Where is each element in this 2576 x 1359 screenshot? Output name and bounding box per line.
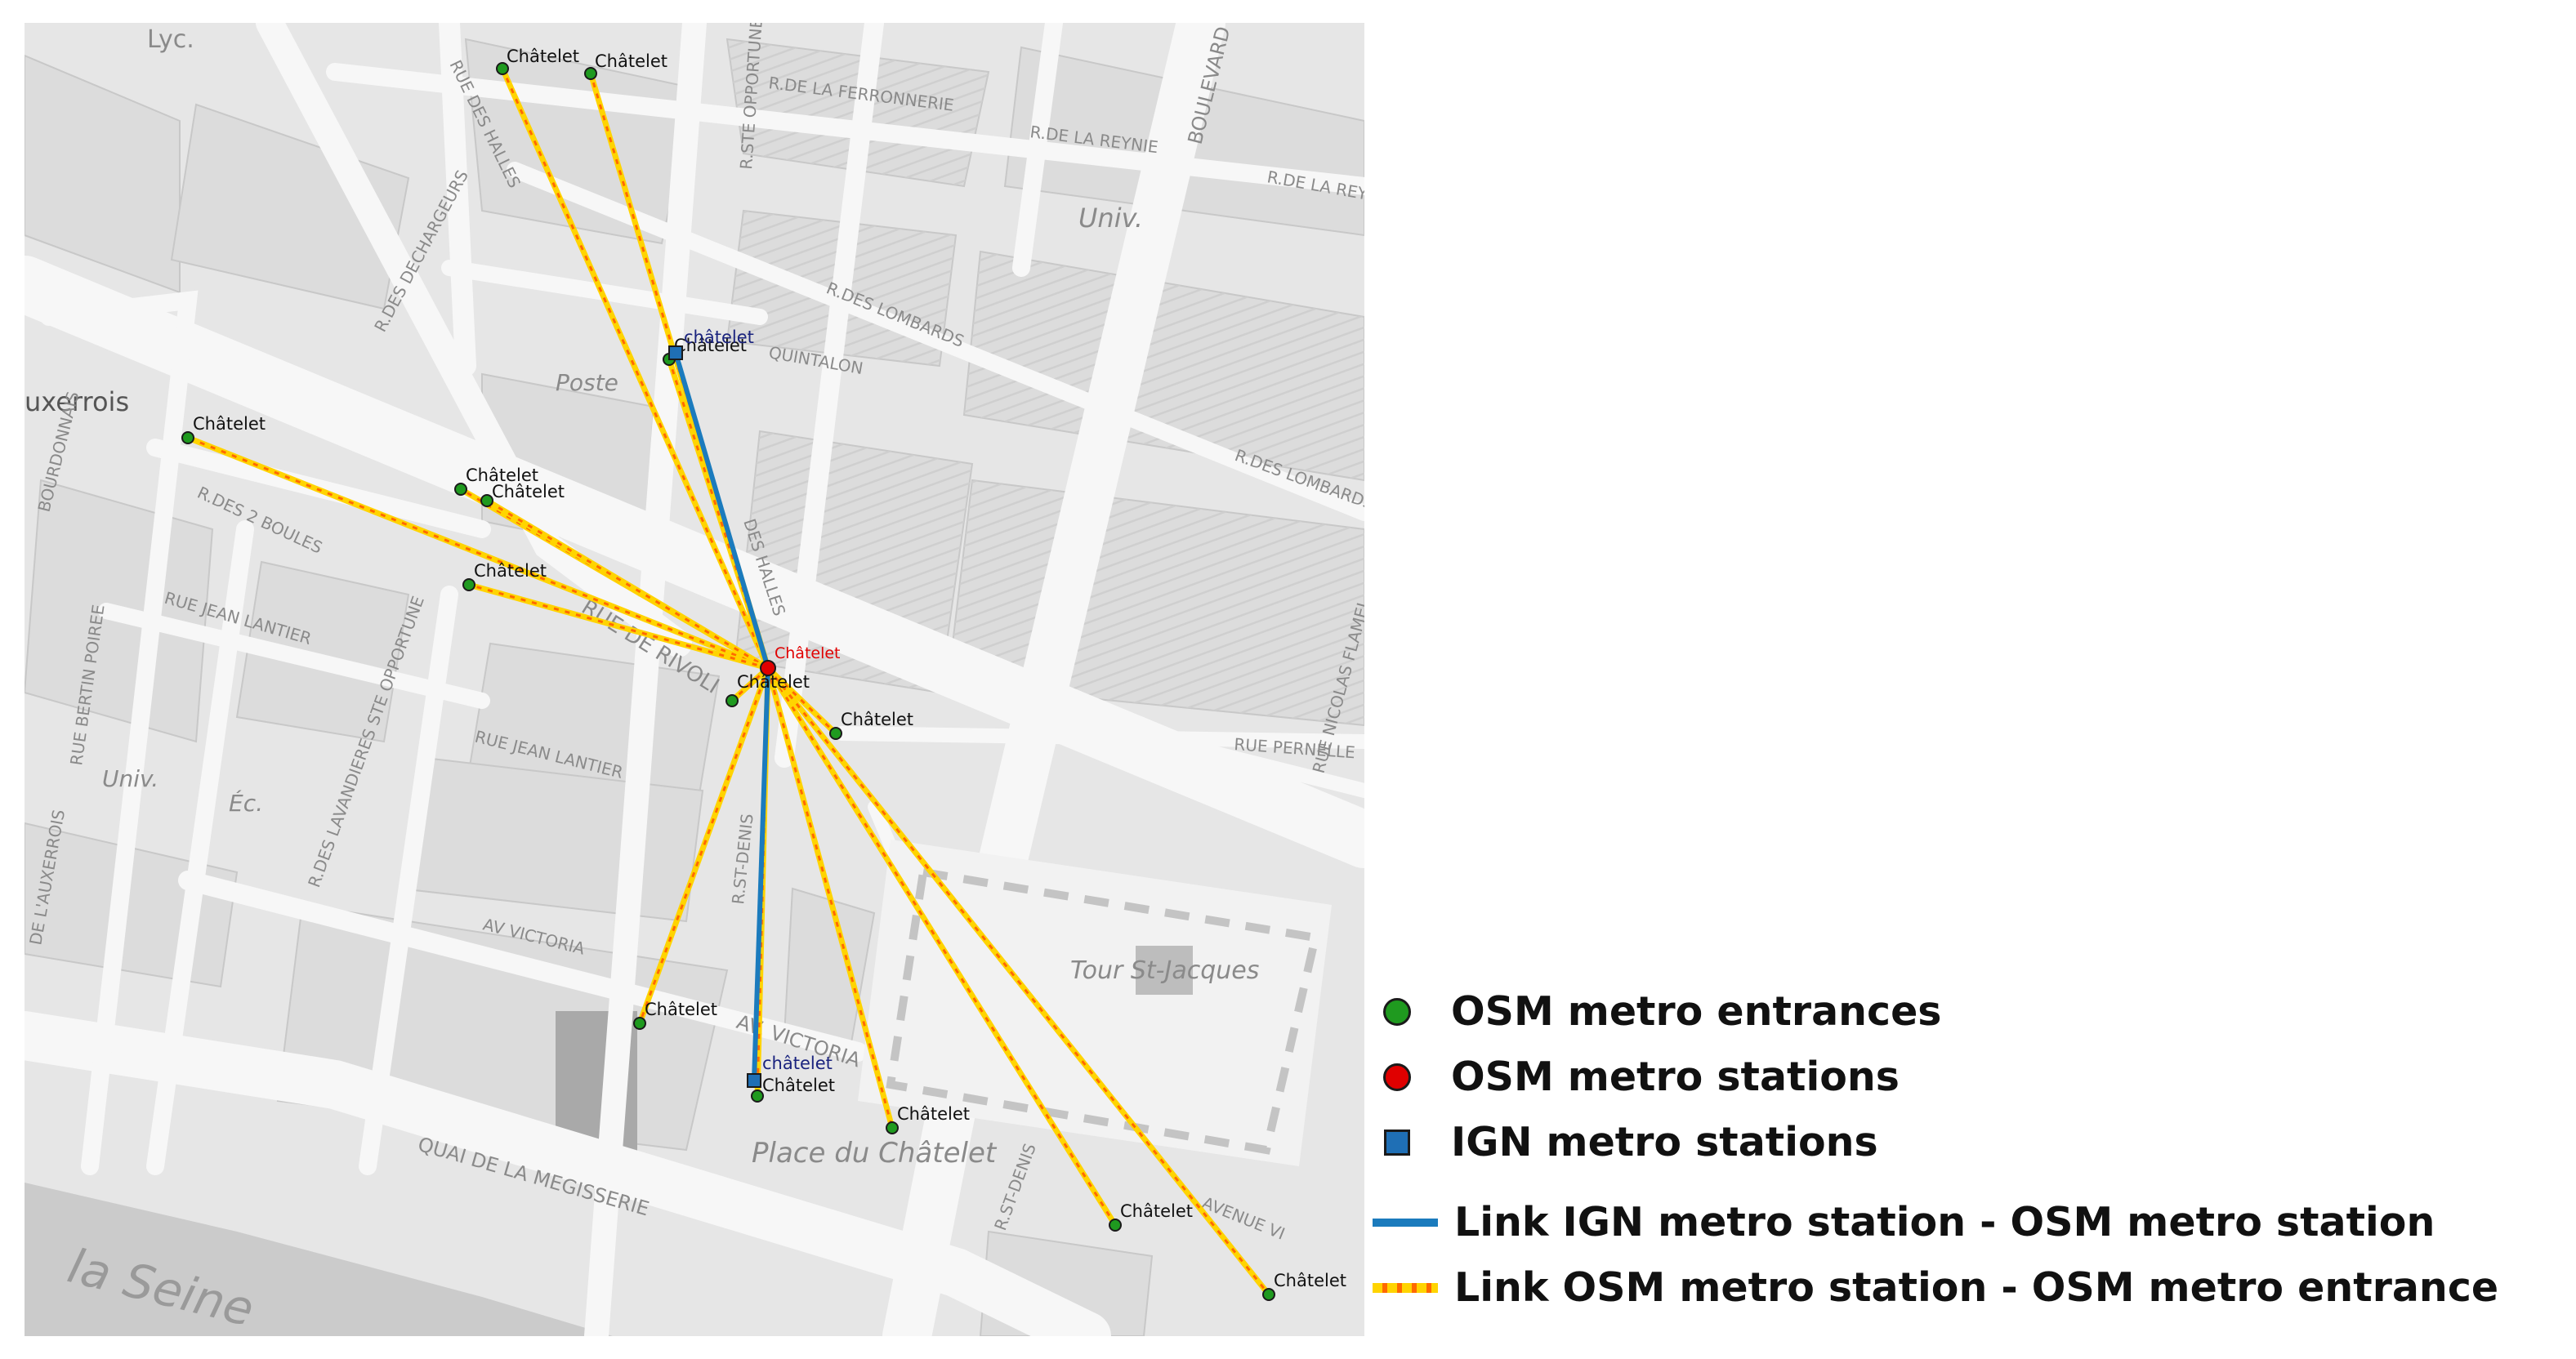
metro-entrance-label: Châtelet [645,1000,717,1019]
osm-station-label: Châtelet [775,644,841,662]
osm-link-line [499,67,771,670]
metro-entrance-marker[interactable] [751,1089,764,1103]
osm-link-line [766,666,1118,1227]
label-auxerrois: uxerrois [25,386,129,417]
metro-entrance-label: Châtelet [1274,1271,1346,1290]
metro-entrance-marker[interactable] [480,494,493,507]
legend: OSM metro entrances OSM metro stations I… [1373,988,2565,1331]
ign-link-line [673,352,770,669]
ign-osm-station-links [673,352,770,1081]
metro-entrance-label: Châtelet [507,47,579,66]
green-dot-icon [1383,997,1411,1026]
metro-entrance-label: Châtelet [466,466,538,485]
ign-station-marker[interactable] [668,345,683,360]
metro-entrance-label: Châtelet [474,561,547,581]
metro-entrance-marker[interactable] [496,62,509,75]
metro-entrance-label: Châtelet [841,710,913,729]
osm-link-line-dash [667,359,770,669]
map-panel[interactable]: Lyc. Univ. Poste uxerrois Univ. Éc. Tour… [25,23,1364,1336]
legend-label: Link OSM metro station - OSM metro entra… [1454,1264,2499,1311]
metro-entrance-label: Châtelet [193,414,266,434]
metro-entrance-marker[interactable] [181,431,194,444]
label-univ-left: Univ. [102,765,158,792]
metro-entrance-label: Châtelet [595,51,667,71]
osm-link-line [765,667,895,1129]
ign-station-label: châtelet [762,1054,833,1073]
metro-entrance-label: Châtelet [737,672,810,692]
metro-entrance-label: Châtelet [492,482,565,501]
osm-link-line-dash [187,436,769,670]
osm-link-line [636,666,771,1025]
legend-label: OSM metro stations [1451,1054,1900,1100]
label-lyc: Lyc. [147,25,194,54]
osm-link-line-dash [766,667,1270,1295]
red-dot-icon [1383,1063,1411,1091]
dashed-line-icon [1373,1282,1438,1293]
metro-entrance-label: Châtelet [1120,1201,1193,1221]
osm-link-line-dash [486,499,769,670]
metro-entrance-marker[interactable] [725,694,739,707]
ign-station-label: châtelet [684,327,754,347]
legend-item-ign-stations: IGN metro stations [1373,1119,1878,1165]
metro-entrance-label: Châtelet [674,336,747,355]
legend-item-osm-link: Link OSM metro station - OSM metro entra… [1373,1264,2498,1311]
metro-entrance-marker[interactable] [829,727,842,740]
label-univ-top: Univ. [1078,203,1143,234]
tour-st-jacques-building [1136,946,1193,995]
osm-station-marker[interactable] [760,660,776,676]
legend-label: Link IGN metro station - OSM metro stati… [1454,1199,2435,1245]
legend-label: OSM metro entrances [1451,988,1942,1035]
ign-station-marker[interactable] [747,1073,761,1088]
metro-entrance-label: Châtelet [897,1104,970,1124]
river-seine [25,1183,613,1336]
metro-entrance-marker[interactable] [1109,1219,1122,1232]
ign-link-line [752,667,770,1081]
label-ec: Éc. [229,789,263,817]
legend-item-ign-link: Link IGN metro station - OSM metro stati… [1373,1199,2435,1245]
label-tour-st-jacques: Tour St-Jacques [1070,956,1259,985]
road-network [25,23,1364,1336]
metro-entrance-marker[interactable] [454,483,467,496]
legend-item-osm-entrances: OSM metro entrances [1373,988,1941,1035]
metro-entrance-marker[interactable] [633,1017,646,1030]
metro-entrance-marker[interactable] [1262,1288,1275,1301]
map-canvas[interactable]: Lyc. Univ. Poste uxerrois Univ. Éc. Tour… [25,23,1364,1336]
legend-item-osm-stations: OSM metro stations [1373,1054,1900,1100]
legend-label: IGN metro stations [1451,1119,1878,1165]
metro-entrance-label: Châtelet [762,1076,835,1095]
osm-link-line [468,581,769,671]
metro-entrance-marker[interactable] [886,1121,899,1134]
metro-entrance-marker[interactable] [462,578,475,591]
label-poste: Poste [556,369,618,396]
metro-entrance-marker[interactable] [584,67,597,80]
blue-square-icon [1384,1129,1410,1156]
label-place-du-chatelet: Place du Châtelet [752,1137,998,1170]
osm-link-line-dash [730,666,770,702]
blue-line-icon [1373,1218,1438,1227]
square-tour-st-jacques [858,840,1332,1166]
